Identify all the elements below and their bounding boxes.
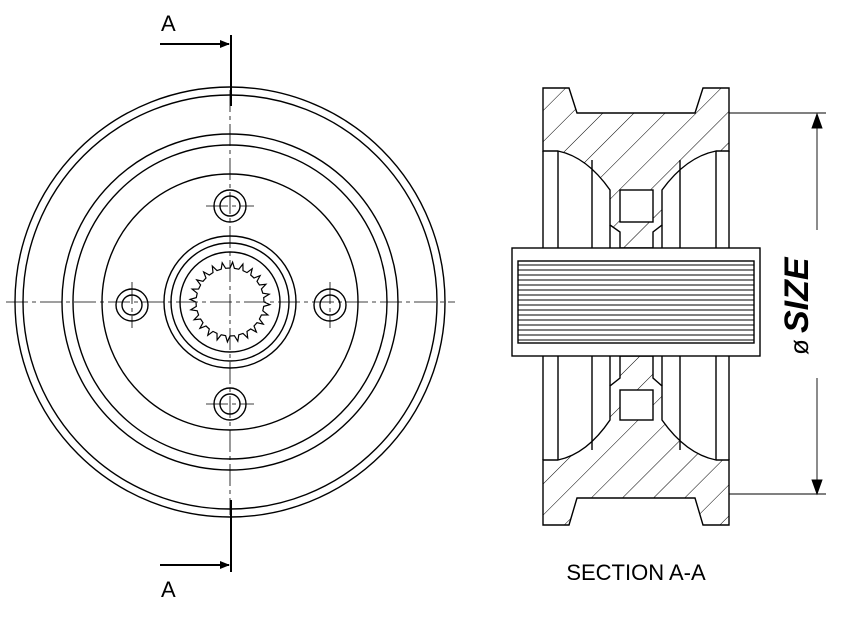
bolt-bore-upper [619,189,654,223]
section-upper-body [542,87,730,249]
diameter-dimension [729,112,826,496]
diameter-symbol: ø [784,339,814,355]
dimension-text-group: ø SIZE [778,256,816,355]
section-lower-body [542,355,730,526]
spline-shaft [511,247,761,357]
section-view [542,87,730,526]
section-marker-top: A [161,11,176,36]
section-title: SECTION A-A [566,560,706,585]
section-cut-line [160,35,232,572]
dimension-label: SIZE [778,256,816,333]
spline-shaft-grooves [518,264,754,341]
section-marker-bottom: A [161,577,176,602]
front-centerlines [6,90,455,515]
bolt-bore-lower [619,389,654,421]
